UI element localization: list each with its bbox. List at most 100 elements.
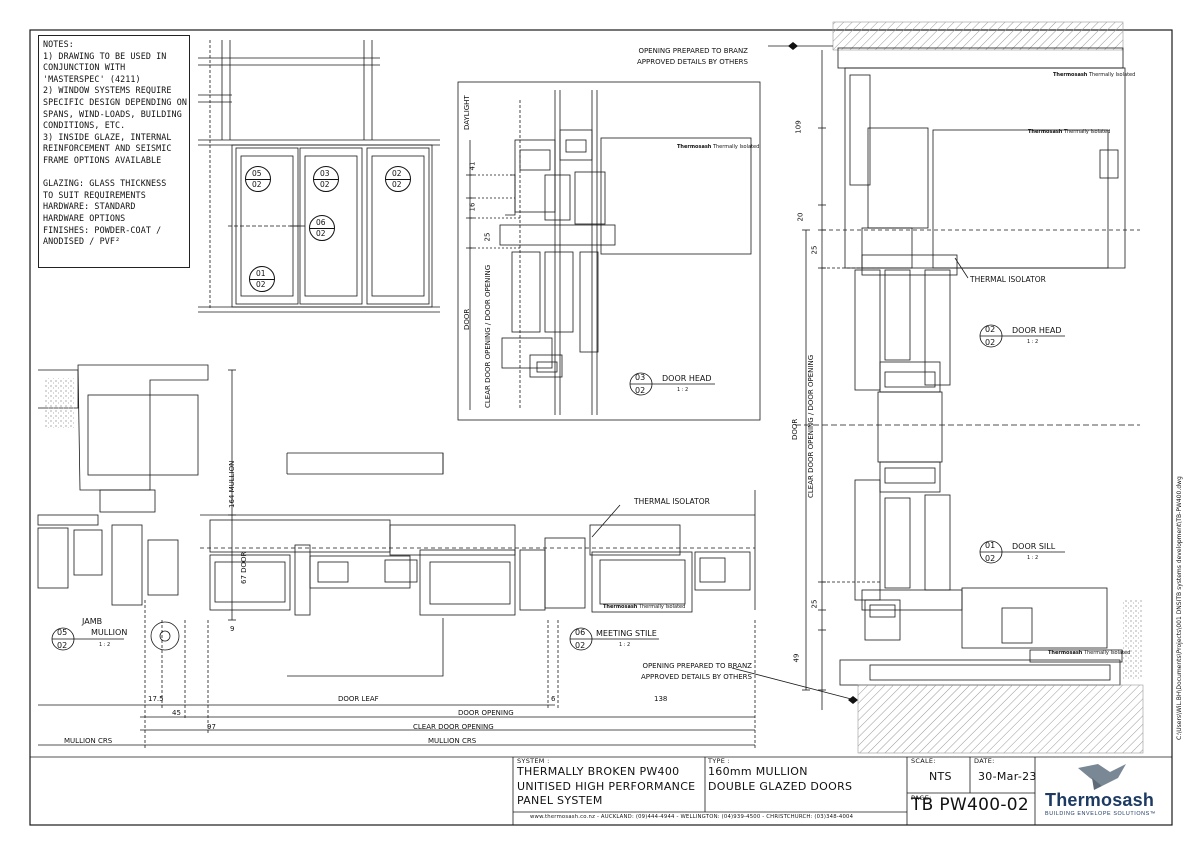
dim-plan-9: 9 <box>230 625 235 633</box>
detail-sheet: 02 <box>635 386 646 395</box>
detail-scale: 1 : 2 <box>99 642 111 648</box>
system-line-1: THERMALLY BROKEN PW400 <box>517 765 680 778</box>
company-logo-tagline: BUILDING ENVELOPE SOLUTIONS™ <box>1045 811 1156 817</box>
dim-mullion-crs-left: MULLION CRS <box>64 737 113 745</box>
detail-sheet: 02 <box>985 338 996 347</box>
label-clear-door-opening-small: CLEAR DOOR OPENING / DOOR OPENING <box>484 264 492 408</box>
note-line: CONJUNCTION WITH <box>43 62 126 73</box>
detail-title: DOOR HEAD <box>1012 326 1062 335</box>
note-line: SPANS, WIND-LOADS, BUILDING <box>43 108 182 119</box>
annotation-line-2: APPROVED DETAILS BY OTHERS <box>637 58 748 66</box>
label-door-large: DOOR <box>791 418 799 440</box>
note-line: SPECIFIC DESIGN DEPENDING ON <box>43 96 187 107</box>
brand-tag-sub: Thermally Isolated <box>638 604 686 610</box>
title-block-page: PAGE: TB PW400-02 <box>911 794 1029 814</box>
note-line: HARDWARE: STANDARD <box>43 201 136 212</box>
dim-door-leaf: DOOR LEAF <box>338 695 379 703</box>
callout-divider <box>386 179 410 180</box>
brand-tag-name: Thermosash <box>1028 129 1063 135</box>
note-line: REINFORCEMENT AND SEISMIC <box>43 143 172 154</box>
title-block-system: SYSTEM : THERMALLY BROKEN PW400 UNITISED… <box>517 757 695 809</box>
detail-title: DOOR SILL <box>1012 542 1056 551</box>
detail-scale: 1 : 2 <box>619 642 631 648</box>
annotation-opening-bottom: OPENING PREPARED TO BRANZ APPROVED DETAI… <box>641 661 752 683</box>
dim-head-small-25: 25 <box>483 232 492 242</box>
scale-value: NTS <box>929 770 952 783</box>
callout-id: 03 <box>320 169 330 178</box>
dim-plan-6: 6 <box>551 695 556 703</box>
type-label: TYPE : <box>708 757 731 765</box>
annotation-thermal-isolator-plan: THERMAL ISOLATOR <box>634 497 710 506</box>
detail-title-door-head-large: 02 02 DOOR HEAD 1 : 2 <box>977 322 1107 356</box>
system-line-3: PANEL SYSTEM <box>517 794 603 807</box>
detail-title: MEETING STILE <box>596 629 657 638</box>
note-line: 'MASTERSPEC' (4211) <box>43 73 141 84</box>
dim-plan-138: 138 <box>654 695 668 703</box>
detail-num: 01 <box>985 541 996 550</box>
brand-tag-name: Thermosash <box>603 604 638 610</box>
annotation-line-2: APPROVED DETAILS BY OTHERS <box>641 673 752 681</box>
door-head-small-detail <box>457 81 761 421</box>
brand-tag-sub: Thermally Isolated <box>712 144 760 150</box>
detail-sheet: 02 <box>575 641 586 650</box>
brand-tag-sub: Thermally Isolated <box>1063 129 1111 135</box>
label-67-door: 67 DOOR <box>240 551 248 584</box>
brand-tag-name: Thermosash <box>1053 72 1088 78</box>
note-line: FRAME OPTIONS AVAILABLE <box>43 154 162 165</box>
callout-sheet: 02 <box>392 180 402 189</box>
dim-plan-45: 45 <box>172 709 181 717</box>
dim-clear-door-opening: CLEAR DOOR OPENING <box>413 723 494 731</box>
detail-title-2: MULLION <box>91 628 128 637</box>
date-label: DATE: <box>974 757 995 765</box>
detail-title-jamb: 05 02 JAMB MULLION 1 : 2 <box>49 617 179 659</box>
note-line: NOTES: <box>43 39 74 49</box>
dim-head-small-41: 41 <box>468 161 477 171</box>
callout-sheet: 02 <box>256 280 266 289</box>
detail-sheet: 02 <box>985 554 996 563</box>
annotation-thermal-isolator-head: THERMAL ISOLATOR <box>970 275 1046 284</box>
detail-sheet: 02 <box>57 641 68 650</box>
type-line-1: 160mm MULLION <box>708 765 808 778</box>
detail-scale: 1 : 2 <box>1027 555 1039 561</box>
detail-title-door-sill: 01 02 DOOR SILL 1 : 2 <box>977 538 1107 572</box>
annotation-line-1: OPENING PREPARED TO BRANZ <box>638 47 748 55</box>
callout-sheet: 02 <box>316 229 326 238</box>
note-line: 2) WINDOW SYSTEMS REQUIRE <box>43 85 172 96</box>
type-line-2: DOUBLE GLAZED DOORS <box>708 779 853 793</box>
system-line-2: UNITISED HIGH PERFORMANCE <box>517 779 696 793</box>
brand-tag-name: Thermosash <box>677 144 712 150</box>
title-block-date: DATE: 30-Mar-23 <box>974 757 1037 785</box>
callout-id: 05 <box>252 169 262 178</box>
note-line: ANODISED / PVF² <box>43 236 121 247</box>
title-block-contacts: www.thermosash.co.nz - AUCKLAND: (09)444… <box>530 814 854 820</box>
logo-icon <box>1078 764 1126 790</box>
note-line: TO SUIT REQUIREMENTS <box>43 189 146 200</box>
company-logo-text: Thermosash <box>1045 790 1155 810</box>
annotation-opening-top: OPENING PREPARED TO BRANZ APPROVED DETAI… <box>637 46 748 68</box>
brand-tag-sub: Thermally Isolated <box>1083 650 1131 656</box>
dim-head-large-20: 20 <box>796 212 805 222</box>
detail-title: DOOR HEAD <box>662 374 712 383</box>
dim-mullion-crs-right: MULLION CRS <box>428 737 477 745</box>
leader-diamond <box>848 696 858 704</box>
label-164-mullion: 164 MULLION <box>228 460 236 508</box>
callout-id: 02 <box>392 169 402 178</box>
callout-divider <box>310 228 334 229</box>
dim-plan-97: 97 <box>207 723 216 731</box>
plan-section <box>37 364 856 748</box>
label-daylight: DAYLIGHT <box>463 95 471 130</box>
callout-divider <box>246 179 270 180</box>
date-value: 30-Mar-23 <box>978 770 1037 783</box>
callout-id: 01 <box>256 269 266 278</box>
scale-label: SCALE: <box>911 757 936 765</box>
detail-scale: 1 : 2 <box>1027 339 1039 345</box>
page-value: TB PW400-02 <box>911 795 1030 815</box>
detail-num: 03 <box>635 373 646 382</box>
note-line: FINISHES: POWDER-COAT / <box>43 224 162 235</box>
note-line: 1) DRAWING TO BE USED IN <box>43 50 167 61</box>
